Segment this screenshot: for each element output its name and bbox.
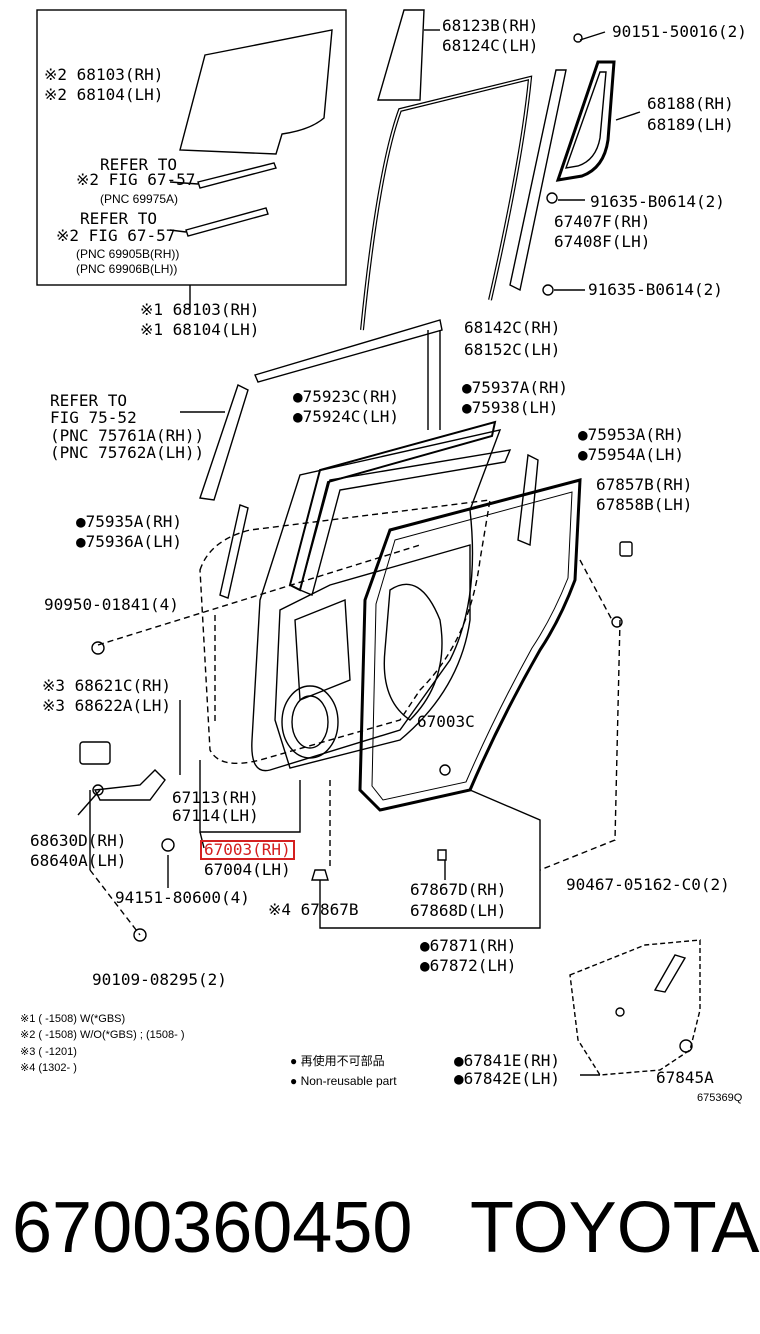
label-68640A: 68640A(LH) bbox=[30, 851, 127, 870]
diagram-reference-code: 675369Q bbox=[697, 1092, 743, 1104]
label-67842E: ●67842E(LH) bbox=[454, 1069, 560, 1088]
label-67003C: 67003C bbox=[417, 712, 475, 731]
inset-box bbox=[36, 9, 347, 286]
label-67857B: 67857B(RH) bbox=[596, 475, 693, 494]
strip-67857B bbox=[517, 453, 539, 547]
label-67114: 67114(LH) bbox=[172, 806, 259, 825]
clip-90467 bbox=[611, 616, 623, 628]
label-67868D: 67868D(LH) bbox=[410, 901, 507, 920]
label-91635-b: 91635-B0614(2) bbox=[588, 280, 723, 299]
label-68630D: 68630D(RH) bbox=[30, 831, 127, 850]
label-67867D: 67867D(RH) bbox=[410, 880, 507, 899]
label-90950: 90950-01841(4) bbox=[44, 595, 179, 614]
brand-name: TOYOTA bbox=[470, 1188, 760, 1268]
speaker-opening bbox=[281, 685, 339, 759]
label-75953A: ●75953A(RH) bbox=[578, 425, 684, 444]
division-bar-67407F bbox=[509, 69, 567, 292]
label-68123B: 68123B(RH) bbox=[442, 16, 539, 35]
note-1: ※1 ( -1508) W(*GBS) bbox=[20, 1013, 126, 1025]
label-75924C: ●75924C(LH) bbox=[293, 407, 399, 426]
note-2: ※2 ( -1508) W/O(*GBS) ; (1508- ) bbox=[20, 1029, 185, 1041]
label-68189: 68189(LH) bbox=[647, 115, 734, 134]
door-weatherstrip-67871 bbox=[358, 478, 582, 812]
label-91635-a: 91635-B0614(2) bbox=[590, 192, 725, 211]
checker-68630D bbox=[93, 769, 166, 801]
bolt-94151 bbox=[161, 838, 175, 852]
label-68621C: ※3 68621C(RH) bbox=[42, 676, 171, 695]
label-67841E: ●67841E(RH) bbox=[454, 1051, 560, 1070]
label-75936A: ●75936A(LH) bbox=[76, 532, 182, 551]
label-pnc-75762a: (PNC 75762A(LH)) bbox=[50, 443, 205, 462]
label-fig-6757-b: ※2 FIG 67-57 bbox=[56, 226, 176, 245]
part-number: 6700360450 bbox=[12, 1188, 413, 1268]
label-68152C: 68152C(LH) bbox=[464, 340, 561, 359]
label-68103-inset: ※2 68103(RH) bbox=[44, 65, 164, 84]
door-outer-panel bbox=[199, 499, 491, 764]
label-68142C: 68142C(RH) bbox=[464, 318, 561, 337]
label-pnc-75761a: (PNC 75761A(RH)) bbox=[50, 426, 205, 445]
label-75954A: ●75954A(LH) bbox=[578, 445, 684, 464]
clip-67003C bbox=[439, 764, 451, 776]
label-pnc-69906b: (PNC 69906B(LH)) bbox=[76, 262, 178, 276]
clip-90950 bbox=[91, 641, 105, 655]
quarter-glass-68123B bbox=[377, 9, 425, 101]
label-refer-75761: REFER TO bbox=[50, 391, 128, 410]
label-68104-inset: ※2 68104(LH) bbox=[44, 85, 164, 104]
molding-strip-1 bbox=[197, 162, 277, 189]
label-68188: 68188(RH) bbox=[647, 94, 734, 113]
label-pnc-69905b: (PNC 69905B(RH)) bbox=[76, 247, 180, 261]
label-67872: ●67872(LH) bbox=[420, 956, 517, 975]
label-pnc-69975: (PNC 69975A) bbox=[100, 192, 179, 206]
frame-garnish-75761A bbox=[199, 384, 249, 501]
glass-panel-inset bbox=[179, 29, 333, 155]
label-68104: ※1 68104(LH) bbox=[140, 320, 260, 339]
label-90109: 90109-08295(2) bbox=[92, 970, 227, 989]
hinge-68621C bbox=[79, 741, 111, 765]
service-hole-cover-67841E bbox=[569, 939, 701, 1076]
legend-japanese: ● 再使用不可部品 bbox=[290, 1054, 385, 1068]
clip-67867D bbox=[437, 849, 447, 861]
label-94151: 94151-80600(4) bbox=[115, 888, 250, 907]
label-refer-69905: REFER TO bbox=[80, 209, 158, 228]
label-68124C: 68124C(LH) bbox=[442, 36, 539, 55]
door-inner-panel-67003 bbox=[251, 429, 502, 772]
quarter-frame-68188 bbox=[555, 60, 616, 182]
belt-molding-75923C bbox=[254, 319, 443, 383]
label-75938: ●75938(LH) bbox=[462, 398, 559, 417]
label-90467: 90467-05162-C0(2) bbox=[566, 875, 730, 894]
label-75935A: ●75935A(RH) bbox=[76, 512, 182, 531]
strip-75935A bbox=[219, 504, 249, 599]
label-67113: 67113(RH) bbox=[172, 788, 259, 807]
label-67004: 67004(LH) bbox=[204, 860, 291, 879]
legend-non-reusable: ● Non-reusable part bbox=[290, 1074, 397, 1088]
label-67867B: ※4 67867B bbox=[268, 900, 359, 919]
molding-strip-2 bbox=[185, 207, 269, 237]
label-67858B: 67858B(LH) bbox=[596, 495, 693, 514]
parts-diagram bbox=[36, 9, 701, 1076]
bolt-90109 bbox=[133, 928, 147, 942]
label-fig-6757-a: ※2 FIG 67-57 bbox=[76, 170, 196, 189]
label-67408F: 67408F(LH) bbox=[554, 232, 651, 251]
note-4: ※4 (1302- ) bbox=[20, 1062, 77, 1074]
label-67407F: 67407F(RH) bbox=[554, 212, 651, 231]
label-67871: ●67871(RH) bbox=[420, 936, 517, 955]
note-3: ※3 ( -1201) bbox=[20, 1046, 77, 1058]
label-75937A: ●75937A(RH) bbox=[462, 378, 568, 397]
label-75923C: ●75923C(RH) bbox=[293, 387, 399, 406]
run-channel-68142C bbox=[360, 75, 533, 331]
label-67003-highlighted[interactable]: 67003(RH) bbox=[200, 840, 295, 860]
label-68622A: ※3 68622A(LH) bbox=[42, 696, 171, 715]
label-90151: 90151-50016(2) bbox=[612, 22, 747, 41]
label-fig-7552: FIG 75-52 bbox=[50, 408, 137, 427]
label-68103: ※1 68103(RH) bbox=[140, 300, 260, 319]
label-refer-69975: REFER TO bbox=[100, 155, 178, 174]
label-67845A: 67845A bbox=[656, 1068, 714, 1087]
clip-67867B bbox=[311, 869, 329, 881]
